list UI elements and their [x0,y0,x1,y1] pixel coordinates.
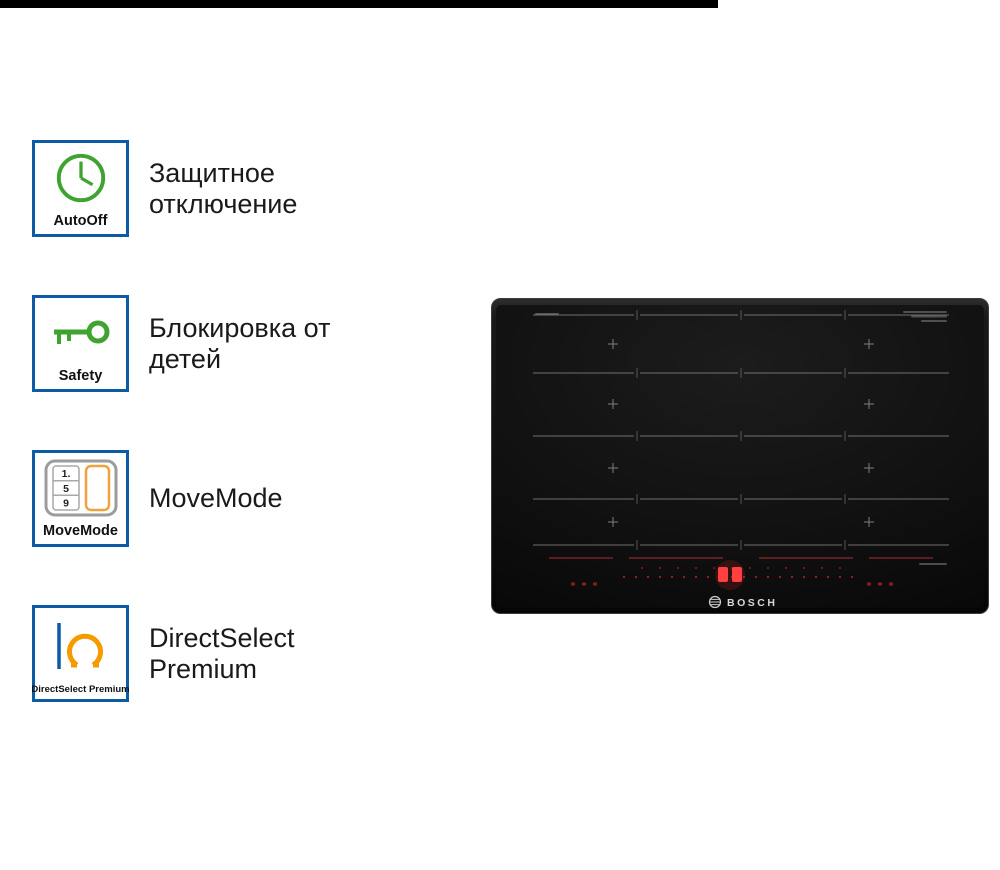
clock-icon [56,153,105,203]
safety-badge-label: Safety [58,368,103,384]
feature-title-autooff: Защитное отключение [149,157,298,219]
power-display-right [732,567,742,582]
control-panel [549,557,933,590]
zone-center-markers [608,339,874,527]
feature-title-safety: Блокировка от детей [149,312,331,374]
directselect-dial-icon [56,623,103,669]
autooff-badge: AutoOff [32,140,129,237]
bosch-logo-text: BOSCH [727,597,777,609]
key-icon [53,320,109,344]
autooff-badge-label: AutoOff [53,213,108,229]
product-image-cooktop: BOSCH [491,298,989,614]
feature-item-directselect: DirectSelect Premium DirectSelect Premiu… [31,605,364,702]
feature-item-safety: Safety Блокировка от детей [32,295,364,392]
bosch-logo-symbol [708,595,722,609]
fine-print-marks [535,311,947,565]
directselect-icon-area [35,608,126,684]
feature-item-autooff: AutoOff Защитное отключение [32,140,364,237]
movemode-badge: 1. 5 9 MoveMode [32,450,129,547]
safety-badge: Safety [32,295,129,392]
movemode-level-1: 1. [61,468,70,480]
movemode-icon-area: 1. 5 9 [35,453,126,523]
autooff-icon-area [35,143,126,213]
cooktop-grid [533,310,949,550]
movemode-level-5: 5 [63,483,69,495]
movemode-zones-icon: 1. 5 9 [44,459,117,517]
feature-title-movemode: MoveMode [149,483,283,513]
movemode-badge-label: MoveMode [43,523,118,539]
directselect-badge-label: DirectSelect Premium [31,684,130,695]
movemode-level-9: 9 [63,498,69,510]
feature-item-movemode: 1. 5 9 MoveMode MoveMode [32,450,364,547]
cooktop-glass [496,305,984,608]
safety-icon-area [35,298,126,368]
top-black-bar [0,0,718,8]
bosch-logo: BOSCH [708,595,777,609]
cooktop-svg: BOSCH [491,298,989,614]
power-display-left [718,567,728,582]
feature-title-directselect: DirectSelect Premium [149,622,295,684]
directselect-badge: DirectSelect Premium [31,605,130,702]
